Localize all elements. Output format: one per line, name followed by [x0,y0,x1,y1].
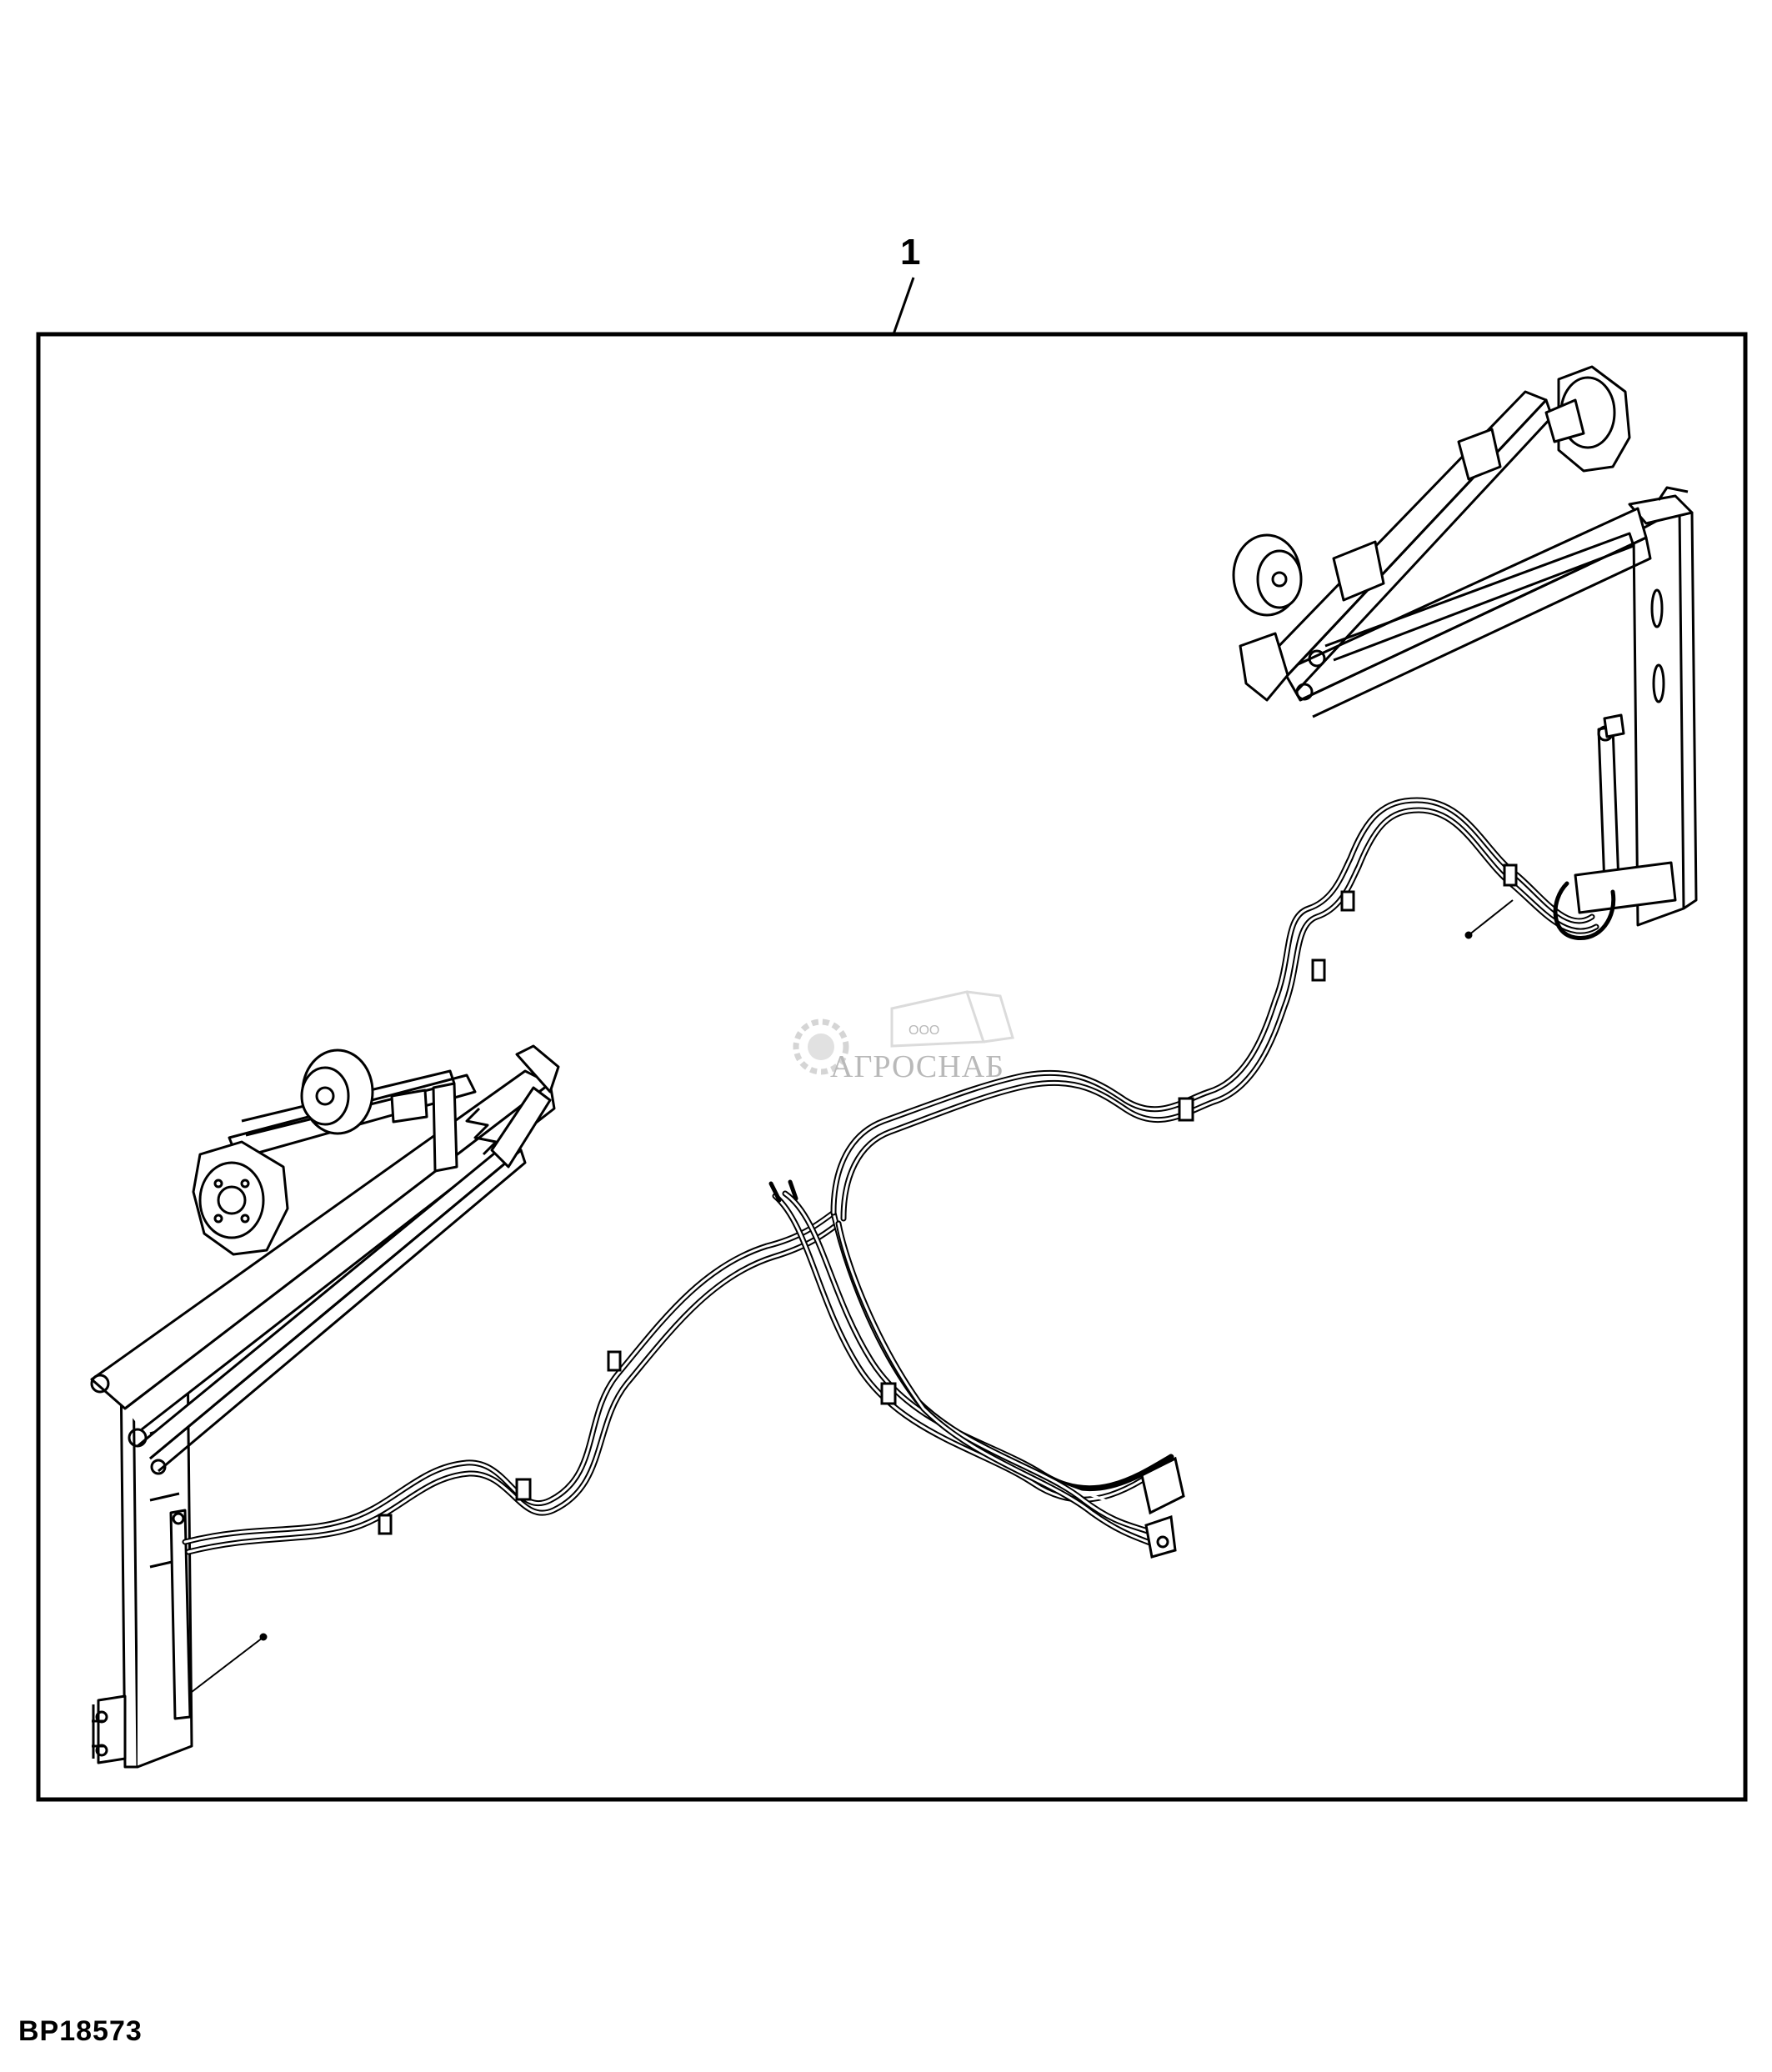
watermark-prefix: ООО [909,1023,940,1038]
watermark-brand: АГРОСНАБ [830,1049,1004,1084]
figure-id-label: BP18573 [18,2015,143,2047]
right-wing-assembly [1232,365,1698,939]
watermark-logo [793,990,1014,1075]
hydraulic-hose-bundle [182,797,1616,1559]
left-wing-assembly [90,1044,560,1769]
assembly-frame [36,332,1748,1802]
part-callout-number: 1 [900,232,921,273]
callout-leader [892,277,915,335]
